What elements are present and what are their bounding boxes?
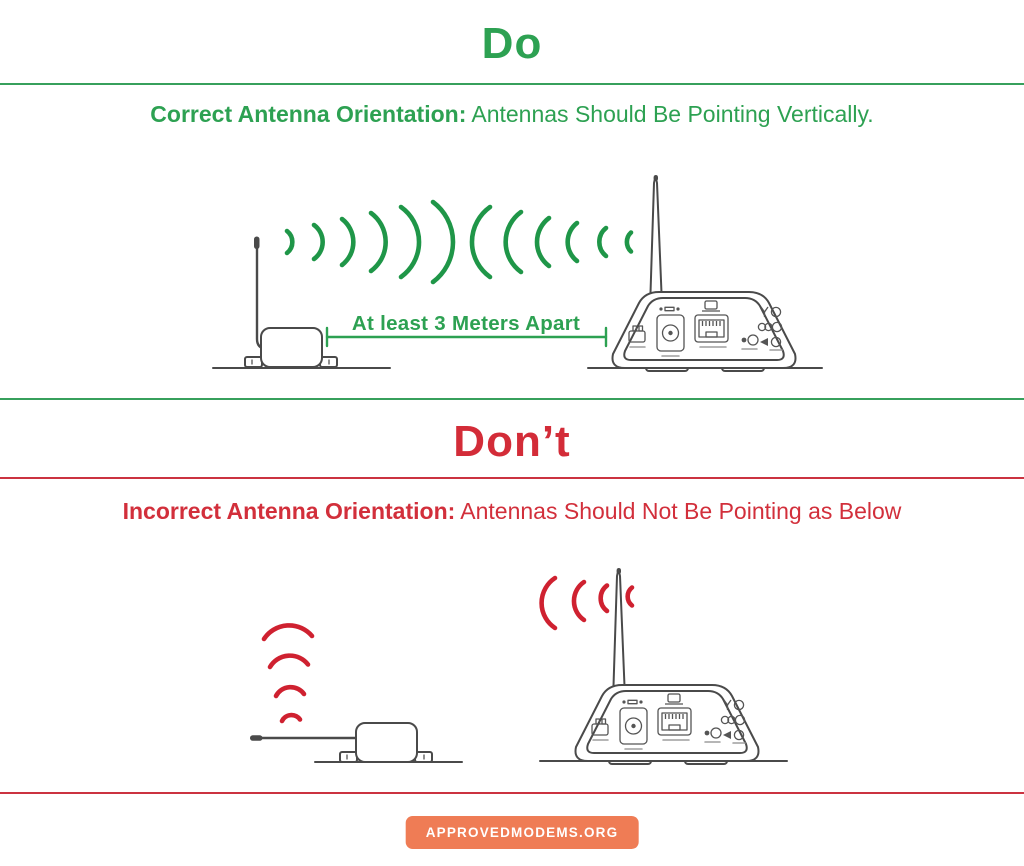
do-subtitle-lead: Correct Antenna Orientation: [150,101,467,127]
green-divider-top [0,83,1024,85]
approvedmodems-badge[interactable]: APPROVEDMODEMS.ORG [405,816,639,849]
red-divider-top [0,477,1024,479]
dont-subtitle-rest: Antennas Should Not Be Pointing as Below [460,498,902,524]
distance-label: At least 3 Meters Apart [352,312,580,335]
distance-measurement: At least 3 Meters Apart [325,312,608,348]
dont-diagram [250,567,788,765]
do-subtitle-rest: Antennas Should Be Pointing Vertically. [471,101,874,127]
do-signal-waves-left-icon [469,204,634,280]
dont-subtitle: Incorrect Antenna Orientation:Antennas S… [0,498,1024,525]
dont-sensor-device [250,722,433,763]
do-sensor-device [244,236,338,368]
dont-title: Don’t [453,417,571,466]
red-divider-bottom [0,792,1024,794]
do-subtitle: Correct Antenna Orientation:Antennas Sho… [0,101,1024,128]
dont-left-waves-icon [539,575,635,631]
do-router-device [611,174,797,372]
dont-subtitle-lead: Incorrect Antenna Orientation: [122,498,456,524]
sensor-antenna-tip [250,735,263,741]
do-title: Do [481,19,543,68]
green-divider-bottom [0,398,1024,400]
do-signal-waves-right-icon [284,199,456,285]
dont-upward-waves-icon [261,623,315,724]
do-diagram: At least 3 Meters Apart [212,174,823,372]
